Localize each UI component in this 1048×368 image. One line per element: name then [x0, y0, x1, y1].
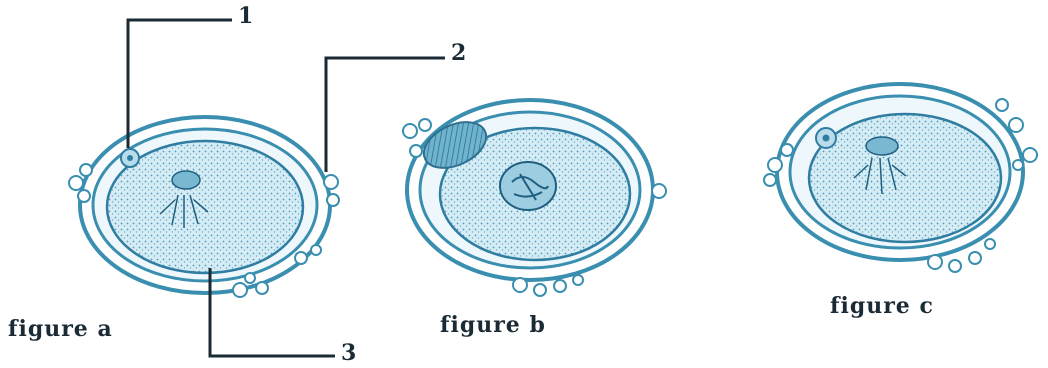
- polar-body: [121, 149, 139, 167]
- label-2: 2: [451, 40, 466, 66]
- nucleus: [500, 162, 556, 210]
- figure-c: [764, 84, 1037, 272]
- caption-figure-c: figure c: [830, 293, 934, 319]
- label-3: 3: [341, 340, 356, 366]
- caption-figure-a: figure a: [8, 316, 113, 342]
- polar-body: [816, 128, 836, 148]
- caption-figure-b: figure b: [440, 312, 546, 338]
- figure-b: [403, 100, 666, 296]
- cytoplasm: [809, 114, 1001, 242]
- figure-a: [69, 20, 445, 356]
- label-1: 1: [238, 3, 253, 29]
